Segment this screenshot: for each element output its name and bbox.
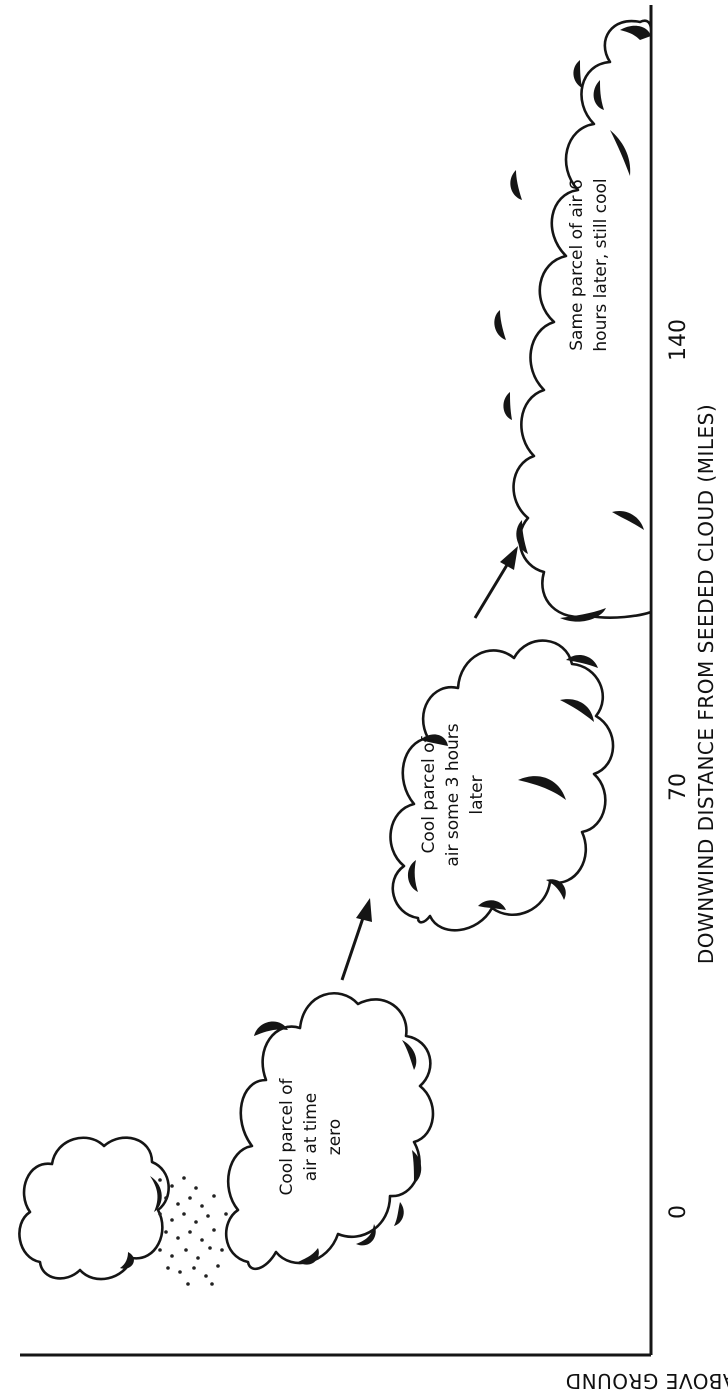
seeded-cloud-shade — [120, 1252, 134, 1269]
cloud-time-zero-shade — [402, 1040, 417, 1070]
seeded-cloud-shade — [150, 1176, 162, 1212]
cloud-time-zero-shade — [412, 1150, 422, 1184]
cloud-time-zero-shade — [394, 1202, 404, 1226]
arrow-1-shaft — [340, 911, 367, 981]
cloud-three-hours-shade — [478, 900, 506, 910]
seeded-cloud-outline — [18, 1136, 170, 1281]
cloud-time-zero-shade — [356, 1224, 376, 1246]
cloud-six-hours-shade — [593, 80, 604, 110]
x-tick-140: 140 — [666, 319, 691, 361]
cloud-three-hours-line-1: Cool parcel of — [419, 736, 439, 854]
cloud-time-zero-outline — [224, 991, 435, 1271]
cloud-three-hours-shade — [566, 654, 598, 668]
x-tick-0: 0 — [666, 1205, 691, 1219]
seeded-cloud — [18, 1136, 170, 1281]
cloud-three-hours-outline — [389, 639, 615, 932]
arrow-1-head — [356, 898, 372, 922]
cloud-six-hours-shade — [503, 392, 512, 420]
x-tick-70: 70 — [666, 773, 691, 801]
cloud-six-hours-outline — [512, 19, 653, 619]
x-axis-title: DOWNWIND DISTANCE FROM SEEDED CLOUD (MIL… — [694, 404, 718, 964]
cloud-three-hours-shade — [560, 699, 594, 722]
cloud-six-hours-line-1: Same parcel of air 6 — [567, 179, 587, 351]
y-axis-title: HEIGHT ABOVE GROUND — [565, 1369, 728, 1393]
cloud-time-zero-shade — [298, 1248, 319, 1265]
cloud-six-hours-shade — [510, 170, 522, 200]
cloud-six-hours-shade — [620, 25, 651, 40]
cloud-time-zero-line-3: zero — [325, 1119, 345, 1155]
cloud-three-hours: Cool parcel of air some 3 hours later — [389, 639, 615, 932]
cloud-six-hours-shade — [573, 60, 582, 88]
cloud-three-hours-shade — [546, 879, 566, 900]
cloud-time-zero-line-2: air at time — [301, 1093, 321, 1181]
seeding-dots — [158, 1176, 232, 1286]
arrow-three-to-six-hours — [473, 546, 518, 619]
cloud-six-hours-line-2: hours later, still cool — [591, 178, 611, 351]
cloud-time-zero: Cool parcel of air at time zero — [224, 991, 435, 1271]
arrow-2-shaft — [473, 559, 512, 619]
cloud-three-hours-line-2: air some 3 hours — [443, 723, 463, 866]
cloud-three-hours-shade — [407, 860, 418, 892]
cloud-six-hours-shade — [612, 510, 644, 530]
arrow-zero-to-three-hours — [340, 898, 372, 981]
cloud-six-hours-shade — [560, 608, 606, 622]
cloud-six-hours-shade — [610, 130, 631, 176]
cloud-three-hours-shade — [420, 734, 448, 746]
cloud-three-hours-line-3: later — [467, 775, 487, 814]
cloud-six-hours: Same parcel of air 6 hours later, still … — [494, 19, 653, 622]
arrow-2-head — [500, 546, 518, 570]
cloud-six-hours-shade — [516, 520, 528, 554]
cloud-time-zero-shade — [254, 1021, 288, 1036]
cloud-three-hours-shade — [518, 776, 566, 800]
cloud-time-zero-line-1: Cool parcel of — [277, 1078, 297, 1196]
cloud-six-hours-shade — [494, 310, 506, 340]
